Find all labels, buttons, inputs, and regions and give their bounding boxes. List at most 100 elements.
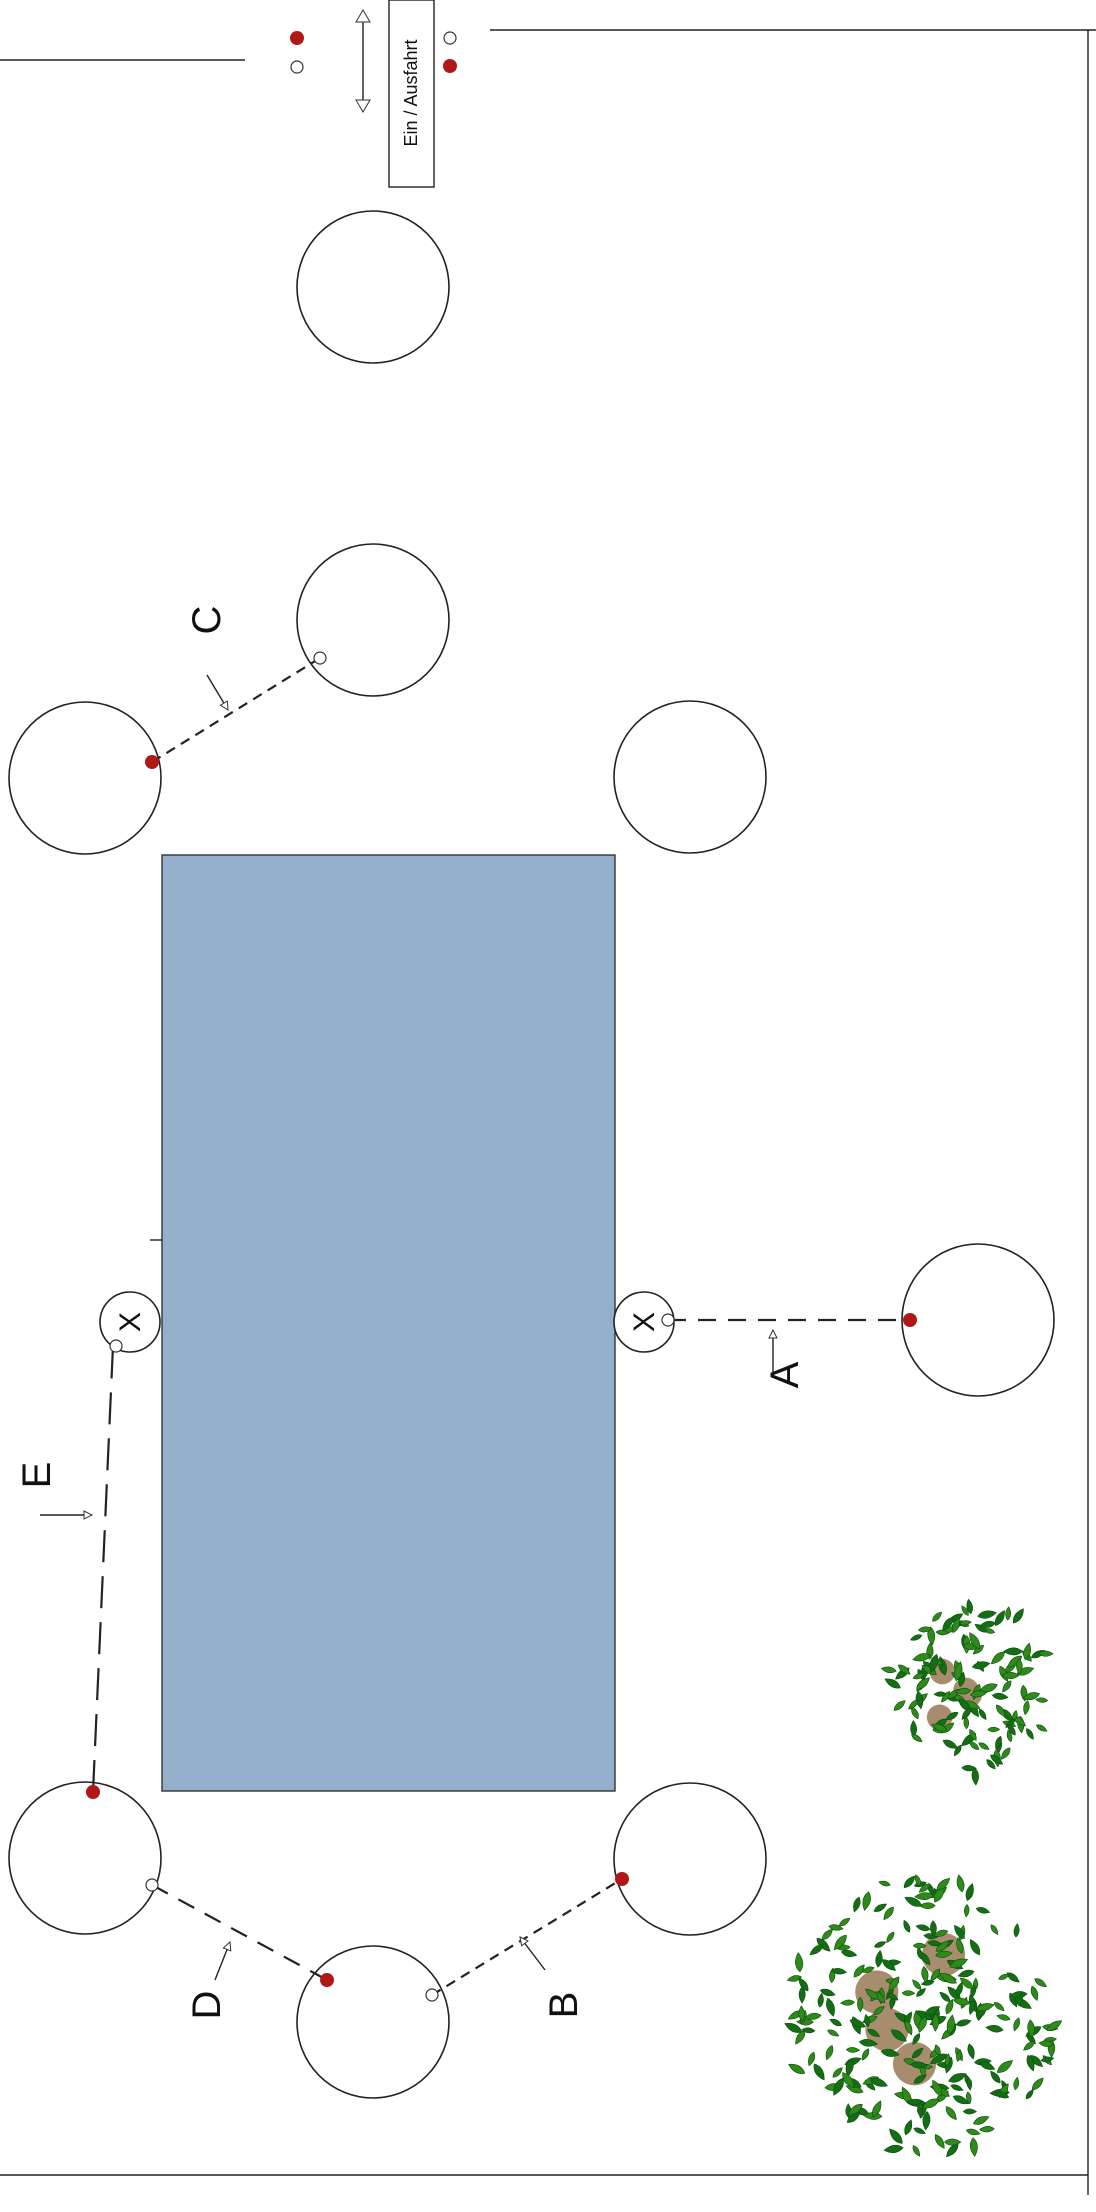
connection-d-label: D	[185, 1991, 229, 2020]
entrance-gate: Ein / Ausfahrt	[290, 0, 457, 188]
shrub-leaf	[873, 2006, 885, 2016]
shrub-leaf	[788, 2063, 806, 2074]
circle-entrance	[296, 210, 450, 364]
shrub-leaf	[1005, 1606, 1012, 1621]
shrub-leaf	[883, 2144, 904, 2154]
shrub-leaf	[795, 1952, 804, 1973]
shrub-leaf	[969, 1632, 981, 1650]
shrub-leaf	[908, 1699, 919, 1710]
shrub-leaf	[865, 1988, 879, 2000]
shrub-leaf	[942, 1739, 959, 1749]
shrub-leaf	[832, 2067, 843, 2078]
shrub-leaf	[993, 2002, 1005, 2011]
connection-b: B	[425, 1872, 629, 2018]
red-dot-icon	[615, 1872, 629, 1886]
shrub-leaf	[944, 2138, 962, 2146]
shrub-leaf	[932, 2013, 940, 2032]
shrub-leaf	[979, 2061, 996, 2070]
shrub-leaf	[798, 2005, 806, 2022]
x-marker-left: X	[99, 1291, 161, 1353]
shrub-leaf	[897, 1664, 911, 1675]
shrub-leaf	[945, 1998, 954, 2015]
shrub-leaf	[965, 1883, 974, 1902]
shrub-leaf	[880, 1666, 897, 1674]
shrub-leaf	[910, 1719, 918, 1737]
shrub-leaf	[995, 1735, 1002, 1750]
shrub-leaf	[958, 1698, 972, 1712]
shrub-leaf	[903, 1919, 911, 1933]
shrub-leaf	[930, 1968, 941, 1982]
shrub-leaf	[901, 1990, 916, 1996]
shrub-leaf	[861, 2048, 870, 2061]
shrub-leaf	[833, 2077, 844, 2096]
shrub-leaf	[961, 1765, 977, 1772]
shrub-leaf	[968, 2000, 976, 2015]
connection-e-line	[91, 1345, 115, 1793]
shrub-leaf	[1013, 1923, 1020, 1938]
connection-c: C	[145, 606, 327, 769]
shrub-icon	[880, 1598, 1054, 1786]
shrub-leaf	[1026, 2054, 1035, 2072]
shrub-leaf	[916, 1988, 927, 1997]
shrub-leaf	[996, 2060, 1013, 2073]
connection-d: D	[145, 1878, 334, 2020]
shrub-leaf	[1002, 1680, 1012, 1693]
shrub-leaf	[978, 2125, 995, 2133]
shrub-leaf	[872, 2100, 882, 2118]
shrub-leaf	[867, 2028, 881, 2037]
shrub-leaf	[929, 2053, 948, 2064]
shrub-leaf	[904, 2019, 913, 2036]
shrub-leaf	[1036, 1724, 1048, 1732]
shrub-leaf	[944, 2053, 951, 2067]
shrub-leaf	[1023, 1642, 1032, 1661]
open-dot-icon	[661, 1313, 675, 1327]
gate-label-box	[388, 0, 435, 188]
shrub-leaf	[827, 2029, 840, 2037]
shrub-leaf	[961, 1707, 972, 1720]
shrub-leaf	[979, 1620, 997, 1628]
shrub-leaf	[966, 1598, 973, 1615]
shrub-leaf	[918, 2016, 927, 2033]
shrub-leaf	[1007, 1723, 1016, 1736]
shrub-leaf	[875, 1949, 883, 1968]
shrub-leaf	[847, 2104, 863, 2116]
shrub-leaf	[990, 2070, 1001, 2084]
shrub-leaf	[946, 2014, 955, 2035]
shrub-leaf	[968, 1741, 980, 1750]
shrub-leaf	[1017, 1992, 1023, 2007]
shrub-leaf	[1000, 1747, 1011, 1760]
x-marker-right: X	[613, 1291, 675, 1353]
connection-e-label: E	[15, 1462, 59, 1489]
shrub-leaf	[795, 2030, 806, 2045]
shrub-leaf	[861, 1966, 875, 1973]
shrub-leaf	[798, 1986, 806, 2004]
shrub-leaf	[955, 1687, 972, 1695]
shrub-leaf	[906, 2098, 923, 2106]
circle-b-start	[613, 1782, 767, 1936]
shrub-leaf	[1034, 1978, 1047, 1988]
shrub-leaf	[1003, 1647, 1023, 1656]
shrub-leaf	[922, 2111, 931, 2131]
shrub-leaf	[957, 1969, 975, 1978]
shrub-leaf	[915, 1690, 924, 1710]
shrub-leaf	[924, 2006, 941, 2016]
shrub-leaf	[959, 1620, 972, 1626]
shrub-leaf	[1031, 2077, 1044, 2091]
shrub-leaf	[853, 1896, 861, 1913]
shrub-leaf	[1038, 2040, 1054, 2047]
shrub-leaf	[932, 1611, 943, 1622]
shrub-leaf	[971, 1767, 979, 1786]
shrub-leaf	[881, 1959, 896, 1971]
shrub-leaf	[914, 1892, 934, 1900]
building	[161, 854, 616, 1792]
shrub-leaf	[956, 1874, 965, 1893]
circle-a	[901, 1243, 1055, 1397]
shrub-leaf	[833, 1934, 847, 1951]
shrub-leaf	[998, 1973, 1010, 1980]
shrub-leaf	[915, 1874, 921, 1887]
shrub-leaf	[933, 1691, 947, 1697]
shrub-leaf	[1026, 1728, 1034, 1740]
shrub-leaf	[840, 1999, 855, 2006]
shrub-leaf	[878, 1880, 891, 1887]
shrub-icon	[784, 1874, 1063, 2158]
